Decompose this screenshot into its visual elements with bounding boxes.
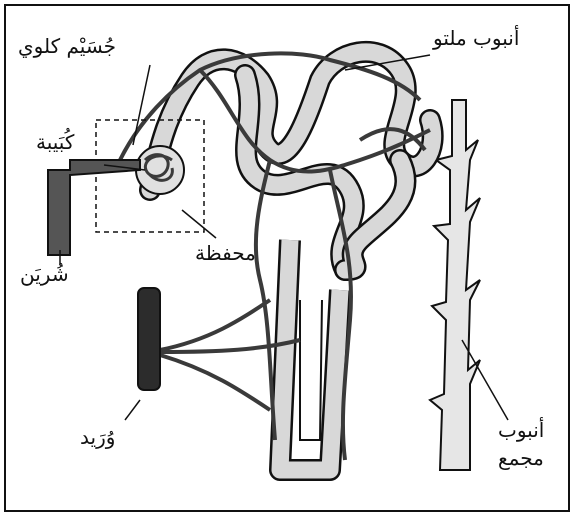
artery bbox=[48, 160, 140, 255]
label-renal-corpuscle: جُسَيْم كلوي bbox=[18, 34, 116, 58]
label-artery: شُريَن bbox=[20, 262, 69, 286]
label-bowman-capsule: محفظة bbox=[195, 241, 256, 265]
convoluted-tubule bbox=[150, 52, 433, 270]
label-collecting-duct-1: أنبوب bbox=[498, 418, 544, 442]
label-collecting-duct-2: مجمع bbox=[498, 446, 544, 470]
vein bbox=[138, 288, 160, 390]
label-convoluted-tubule: أنبوب ملتو bbox=[433, 26, 519, 50]
label-vein: وُرَيد bbox=[80, 425, 115, 449]
label-glomerulus: كُبَيبة bbox=[36, 130, 74, 154]
loop-of-henle bbox=[280, 240, 340, 470]
